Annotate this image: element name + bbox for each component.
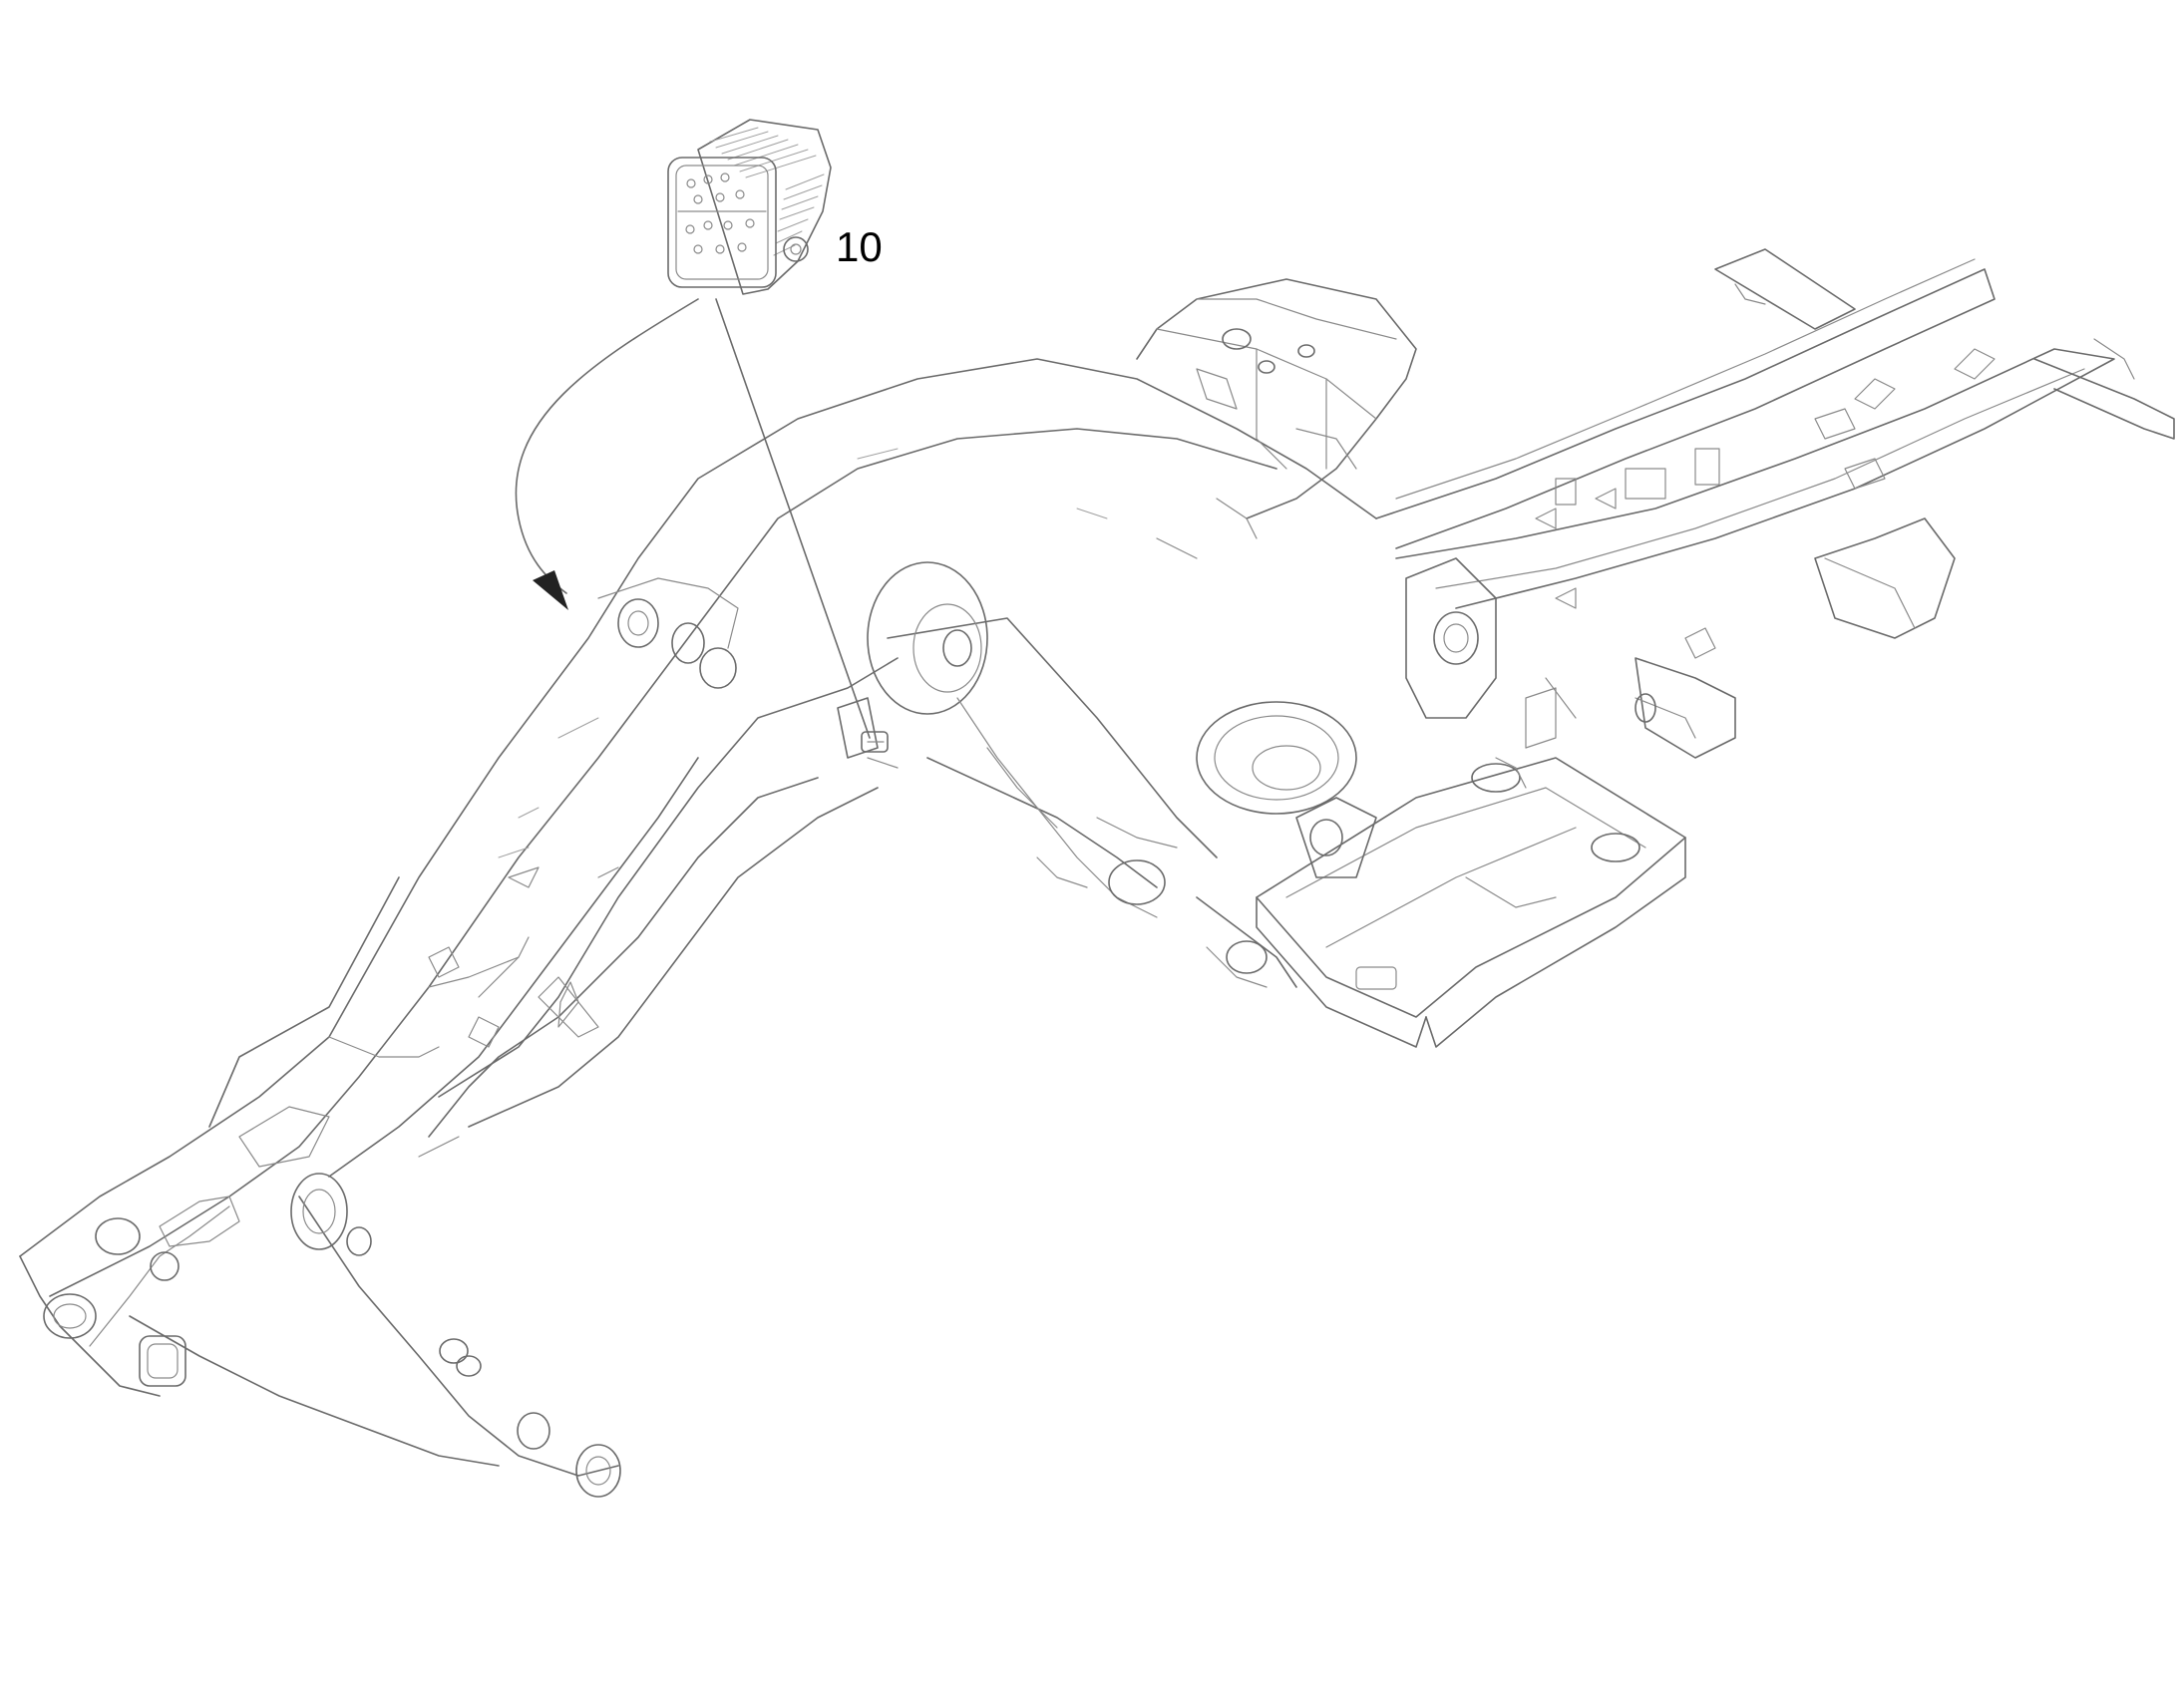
- led-cluster: [685, 172, 755, 254]
- work-light-illustration: [667, 119, 832, 295]
- boom-cylinder: [867, 561, 1297, 988]
- light-mount-bracket: [837, 697, 899, 769]
- leader-line: [715, 298, 871, 739]
- rotation-arrow: [515, 298, 699, 610]
- chassis-frame: [1156, 248, 2175, 1048]
- callout-label-10: 10: [836, 223, 883, 270]
- heat-sink-fins: [709, 127, 825, 256]
- upper-frame: [1136, 278, 1417, 519]
- boom-assembly: [19, 358, 1377, 1498]
